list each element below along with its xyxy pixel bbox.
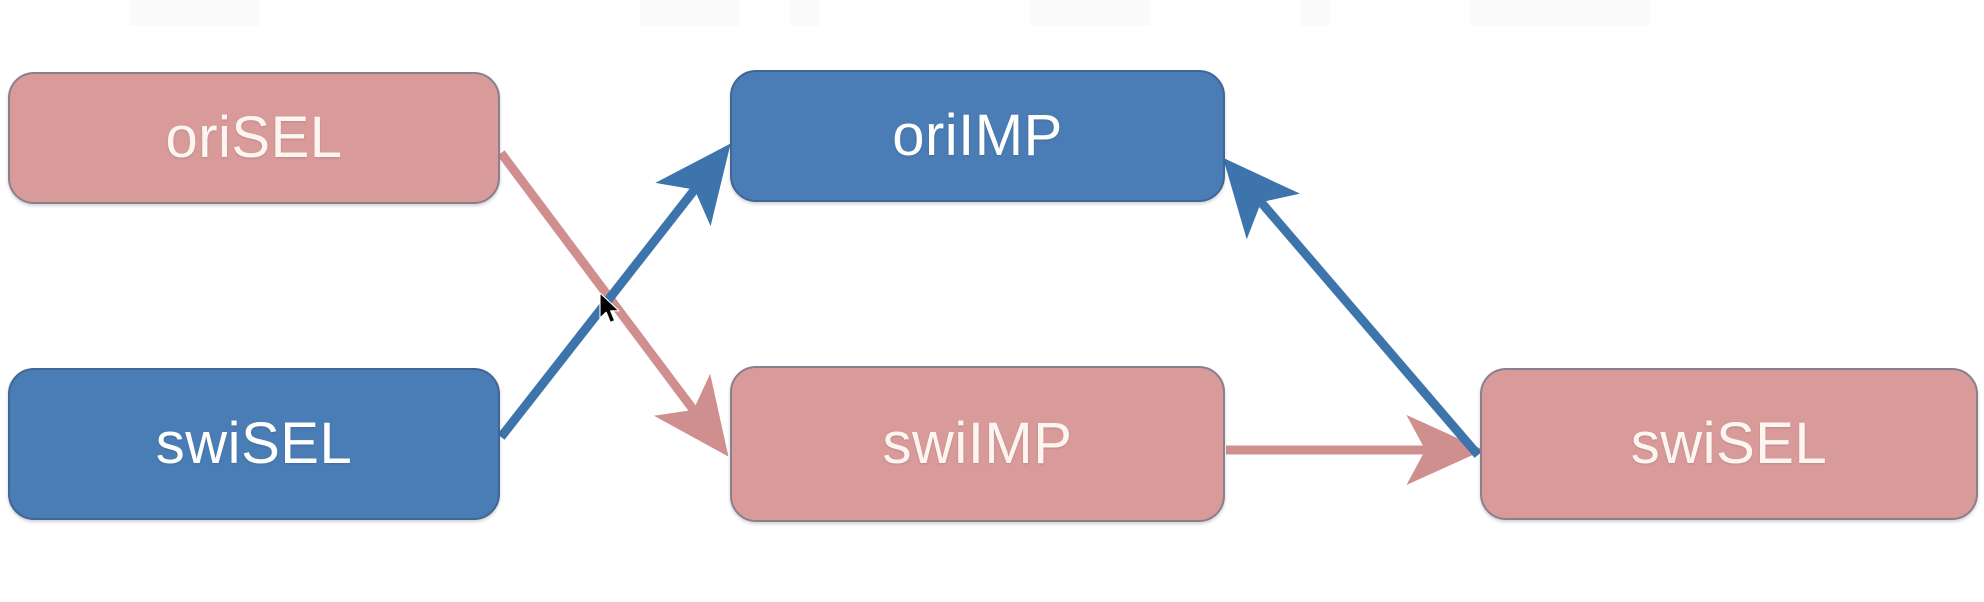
node-oriimp-label: oriIMP (892, 103, 1063, 168)
node-oriimp[interactable]: oriIMP (730, 70, 1225, 202)
node-swisel-right-label: swiSEL (1630, 411, 1828, 476)
node-swisel-left[interactable]: swiSEL (8, 368, 500, 520)
node-swisel-right[interactable]: swiSEL (1480, 368, 1978, 520)
node-orisel[interactable]: oriSEL (8, 72, 500, 204)
node-orisel-label: oriSEL (165, 105, 343, 170)
node-swiimp-label: swiIMP (882, 411, 1073, 476)
edge-swisel-right-to-oriimp (1222, 157, 1482, 458)
node-swisel-left-label: swiSEL (155, 411, 353, 476)
node-swiimp[interactable]: swiIMP (730, 366, 1225, 522)
